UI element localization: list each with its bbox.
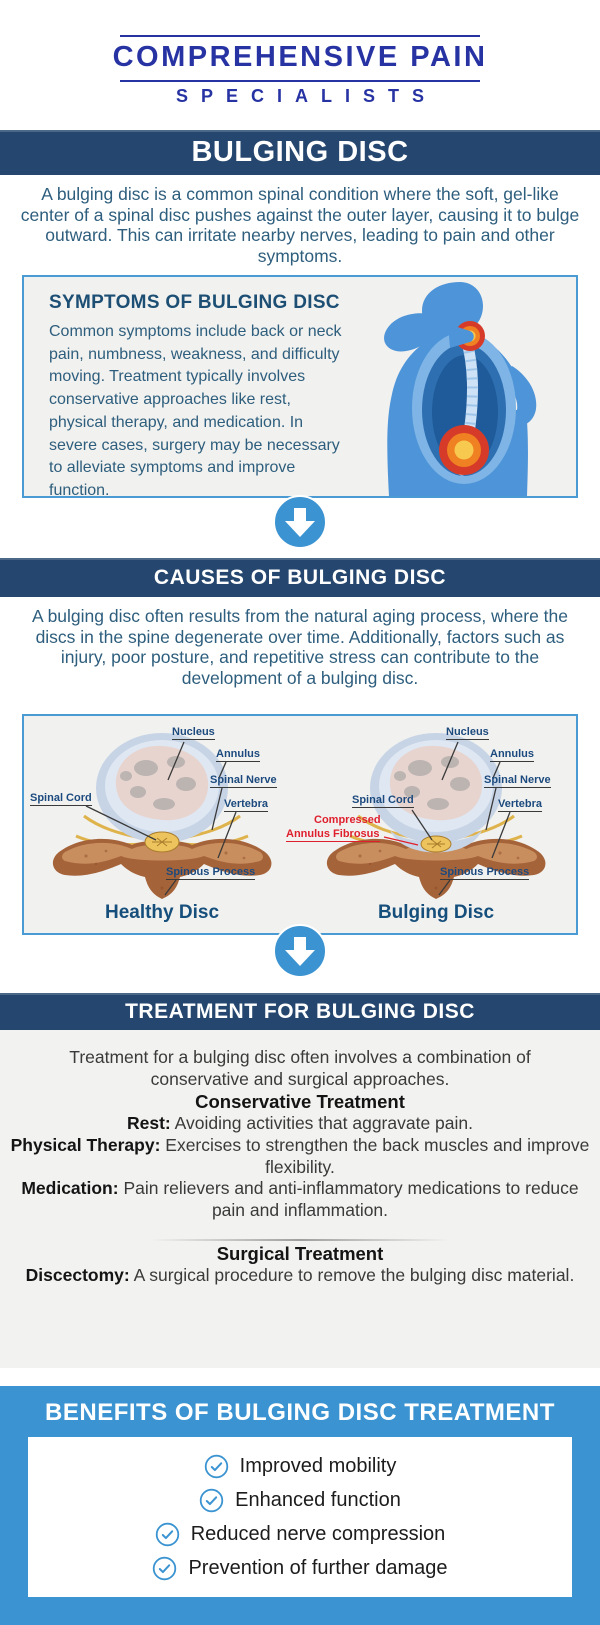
label-annulus: Annulus — [490, 748, 534, 763]
surgical-treatment-heading: Surgical Treatment — [216, 1243, 384, 1265]
treatment-item-physical-therapy: Physical Therapy: Exercises to strengthe… — [10, 1135, 590, 1179]
bulging-disc-illustration — [326, 733, 546, 899]
check-icon — [204, 1454, 228, 1478]
healthy-disc-figure: Nucleus Annulus Spinal Nerve Vertebra Sp… — [26, 718, 298, 929]
bulging-disc-figure: Nucleus Annulus Spinal Nerve Vertebra Sp… — [286, 718, 572, 929]
down-arrow-icon — [273, 924, 327, 978]
benefit-label: Improved mobility — [239, 1454, 397, 1477]
banner-bulging-disc: BULGING DISC — [0, 130, 600, 175]
banner-bulging-disc-label: BULGING DISC — [191, 136, 409, 168]
label-spinal-nerve: Spinal Nerve — [484, 774, 551, 789]
label-annulus: Annulus — [216, 748, 260, 763]
benefit-label: Enhanced function — [235, 1488, 401, 1511]
check-icon — [153, 1556, 177, 1580]
logo-header: COMPREHENSIVE PAIN SPECIALISTS — [0, 0, 600, 130]
causes-paragraph: A bulging disc often results from the na… — [32, 606, 568, 688]
label-spinous-process: Spinous Process — [166, 866, 256, 881]
conservative-treatment-heading: Conservative Treatment — [195, 1090, 405, 1112]
banner-causes-label: CAUSES OF BULGING DISC — [153, 565, 447, 589]
check-icon — [199, 1488, 224, 1512]
symptoms-box: SYMPTOMS OF BULGING DISC Common symptoms… — [22, 275, 578, 499]
treatment-intro: Treatment for a bulging disc often invol… — [69, 1047, 531, 1089]
benefit-item: Reduced nerve compression — [28, 1522, 572, 1547]
logo-rule-top — [120, 35, 480, 37]
benefit-item: Improved mobility — [28, 1454, 572, 1479]
down-arrow-icon — [273, 495, 327, 549]
intro-paragraph: A bulging disc is a common spinal condit… — [20, 184, 580, 266]
label-spinal-cord: Spinal Cord — [30, 792, 92, 807]
benefit-label: Prevention of further damage — [188, 1556, 448, 1579]
label-vertebra: Vertebra — [224, 798, 269, 813]
benefits-card: Improved mobility Enhanced function Redu… — [28, 1437, 572, 1597]
desc-discectomy: A surgical procedure to remove the bulgi… — [133, 1265, 575, 1286]
person-back-pain-illustration — [384, 282, 537, 496]
term-rest: Rest: — [126, 1112, 171, 1133]
term-discectomy: Discectomy: — [25, 1265, 130, 1286]
label-annulus-fibrosus: Annulus Fibrosus — [286, 828, 380, 843]
label-nucleus: Nucleus — [446, 726, 489, 741]
label-spinous-process: Spinous Process — [440, 866, 530, 881]
section-divider — [150, 1239, 450, 1242]
healthy-disc-caption: Healthy Disc — [104, 902, 220, 923]
term-medication: Medication: — [21, 1178, 119, 1199]
treatment-item-medication: Medication: Pain relievers and anti-infl… — [10, 1178, 590, 1222]
term-physical-therapy: Physical Therapy: — [10, 1134, 161, 1155]
symptoms-title: SYMPTOMS OF BULGING DISC — [49, 292, 340, 313]
banner-treatment: TREATMENT FOR BULGING DISC — [0, 993, 600, 1030]
check-icon — [155, 1522, 179, 1546]
treatment-section: Treatment for a bulging disc often invol… — [0, 1030, 600, 1368]
label-compressed: Compressed — [314, 814, 381, 826]
logo-subtitle: SPECIALISTS — [175, 86, 438, 106]
banner-causes: CAUSES OF BULGING DISC — [0, 558, 600, 597]
logo-rule-bottom — [120, 80, 480, 82]
desc-physical-therapy: Exercises to strengthen the back muscles… — [165, 1134, 590, 1177]
label-spinal-cord: Spinal Cord — [352, 794, 414, 809]
benefit-label: Reduced nerve compression — [190, 1522, 446, 1545]
label-vertebra: Vertebra — [498, 798, 543, 813]
label-spinal-nerve: Spinal Nerve — [210, 774, 277, 789]
label-nucleus: Nucleus — [172, 726, 215, 741]
banner-treatment-label: TREATMENT FOR BULGING DISC — [125, 999, 475, 1023]
symptoms-body: Common symptoms include back or neck pai… — [49, 323, 342, 500]
benefits-section: BENEFITS OF BULGING DISC TREATMENT Impro… — [0, 1386, 600, 1625]
desc-medication: Pain relievers and anti-inflammatory med… — [123, 1178, 579, 1221]
bulging-disc-caption: Bulging Disc — [377, 902, 495, 923]
disc-comparison-box: Nucleus Annulus Spinal Nerve Vertebra Sp… — [22, 714, 578, 935]
logo-name: COMPREHENSIVE PAIN — [112, 41, 488, 73]
benefits-title: BENEFITS OF BULGING DISC TREATMENT — [45, 1399, 555, 1426]
treatment-item-rest: Rest: Avoiding activities that aggravate… — [10, 1113, 590, 1135]
desc-rest: Avoiding activities that aggravate pain. — [174, 1112, 473, 1133]
healthy-disc-illustration — [52, 733, 272, 899]
treatment-item-discectomy: Discectomy: A surgical procedure to remo… — [10, 1265, 590, 1287]
benefit-item: Enhanced function — [28, 1488, 572, 1513]
benefit-item: Prevention of further damage — [28, 1556, 572, 1581]
